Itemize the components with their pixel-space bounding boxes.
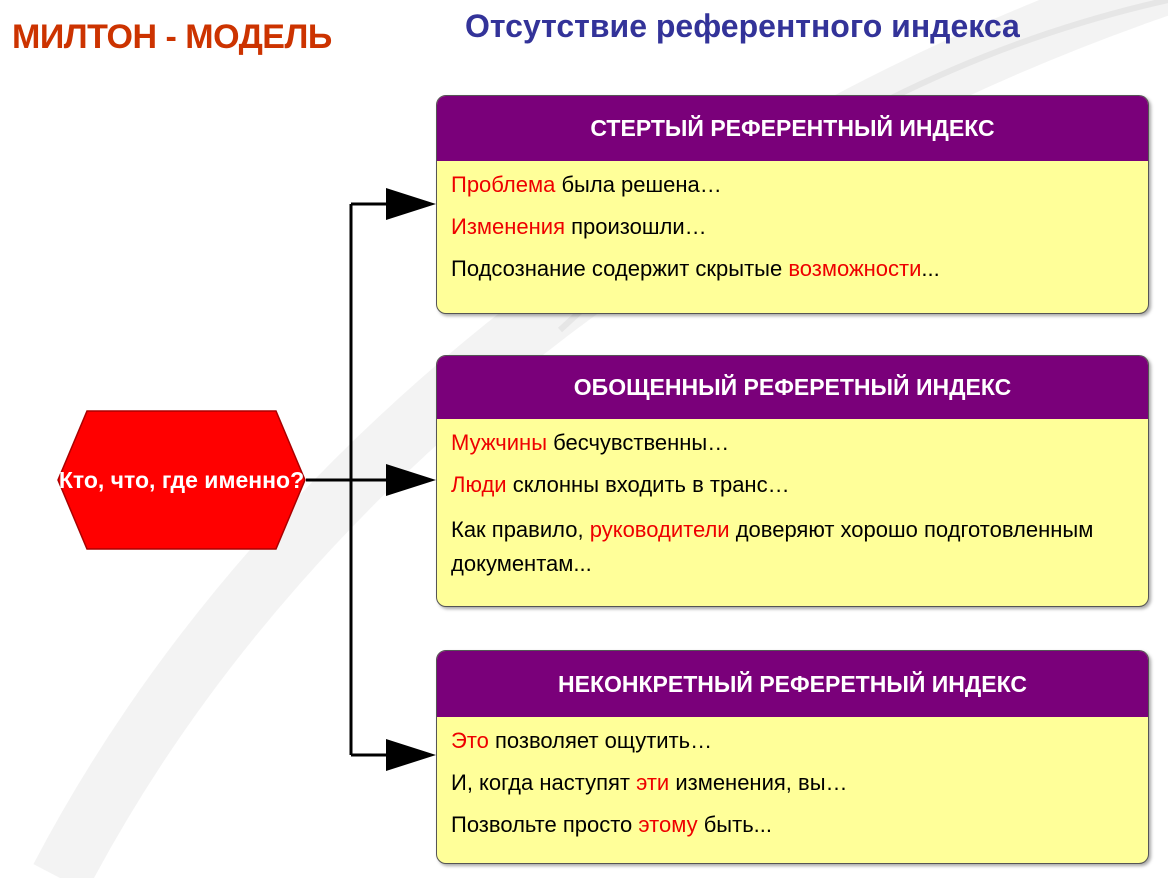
highlighted-word: этому bbox=[638, 812, 698, 837]
box-body: Это позволяет ощутить… И, когда наступят … bbox=[437, 717, 1148, 863]
text-segment: бесчувственны… bbox=[547, 430, 730, 455]
text-segment: ... bbox=[921, 256, 940, 281]
box-title: СТЕРТЫЙ РЕФЕРЕНТНЫЙ ИНДЕКС bbox=[437, 96, 1148, 161]
text-segment: доверяют хорошо подготовленным документа… bbox=[451, 517, 1094, 576]
box-line: Это позволяет ощутить… bbox=[451, 727, 1134, 755]
box-title: НЕКОНКРЕТНЫЙ РЕФЕРЕТНЫЙ ИНДЕКС bbox=[437, 651, 1148, 717]
text-segment: склонны входить в транс… bbox=[506, 472, 790, 497]
highlighted-word: руководители bbox=[589, 517, 730, 542]
text-segment: Подсознание содержит скрытые bbox=[451, 256, 789, 281]
box-line: Проблема была решена… bbox=[451, 171, 1134, 199]
arrow-2 bbox=[386, 464, 436, 496]
source-node-shape bbox=[57, 410, 306, 550]
text-segment: позволяет ощутить… bbox=[488, 728, 713, 753]
box-line: Мужчины бесчувственны… bbox=[451, 429, 1134, 457]
text-segment: Как правило, bbox=[451, 517, 590, 542]
box-body: Проблема была решена… Изменения произошли… bbox=[437, 161, 1148, 307]
highlighted-word: Проблема bbox=[451, 172, 556, 197]
text-segment: произошли… bbox=[565, 214, 707, 239]
highlighted-word: Изменения bbox=[451, 214, 565, 239]
highlighted-word: Это bbox=[451, 728, 489, 753]
text-segment: И, когда наступят bbox=[451, 770, 637, 795]
box-generalized-index: ОБОЩЕННЫЙ РЕФЕРЕТНЫЙ ИНДЕКС Мужчины бесч… bbox=[436, 355, 1149, 607]
box-body: Мужчины бесчувственны… Люди склонны входи… bbox=[437, 419, 1148, 605]
highlighted-word: эти bbox=[636, 770, 670, 795]
highlighted-word: Мужчины bbox=[451, 430, 548, 455]
highlighted-word: Люди bbox=[451, 472, 507, 497]
section-title: МИЛТОН - МОДЕЛЬ bbox=[12, 18, 332, 56]
text-segment: была решена… bbox=[555, 172, 722, 197]
box-line: Изменения произошли… bbox=[451, 213, 1134, 241]
box-line: И, когда наступят эти изменения, вы… bbox=[451, 769, 1134, 797]
box-line: Позвольте просто этому быть... bbox=[451, 811, 1134, 839]
text-segment: изменения, вы… bbox=[669, 770, 848, 795]
arrow-1 bbox=[386, 188, 436, 220]
box-title: ОБОЩЕННЫЙ РЕФЕРЕТНЫЙ ИНДЕКС bbox=[437, 356, 1148, 419]
box-erased-index: СТЕРТЫЙ РЕФЕРЕНТНЫЙ ИНДЕКС Проблема была… bbox=[436, 95, 1149, 314]
box-line: Как правило, руководители доверяют хорош… bbox=[451, 513, 1134, 581]
box-line: Люди склонны входить в транс… bbox=[451, 471, 1134, 499]
text-segment: быть... bbox=[697, 812, 772, 837]
arrow-3 bbox=[386, 739, 436, 771]
box-unspecified-index: НЕКОНКРЕТНЫЙ РЕФЕРЕТНЫЙ ИНДЕКС Это позво… bbox=[436, 650, 1149, 864]
source-node-label: Кто, что, где именно? bbox=[58, 467, 305, 493]
box-line: Подсознание содержит скрытые возможности… bbox=[451, 255, 1134, 283]
text-segment: Позвольте просто bbox=[451, 812, 639, 837]
page-title: Отсутствие референтного индекса bbox=[465, 8, 1020, 44]
highlighted-word: возможности bbox=[788, 256, 922, 281]
